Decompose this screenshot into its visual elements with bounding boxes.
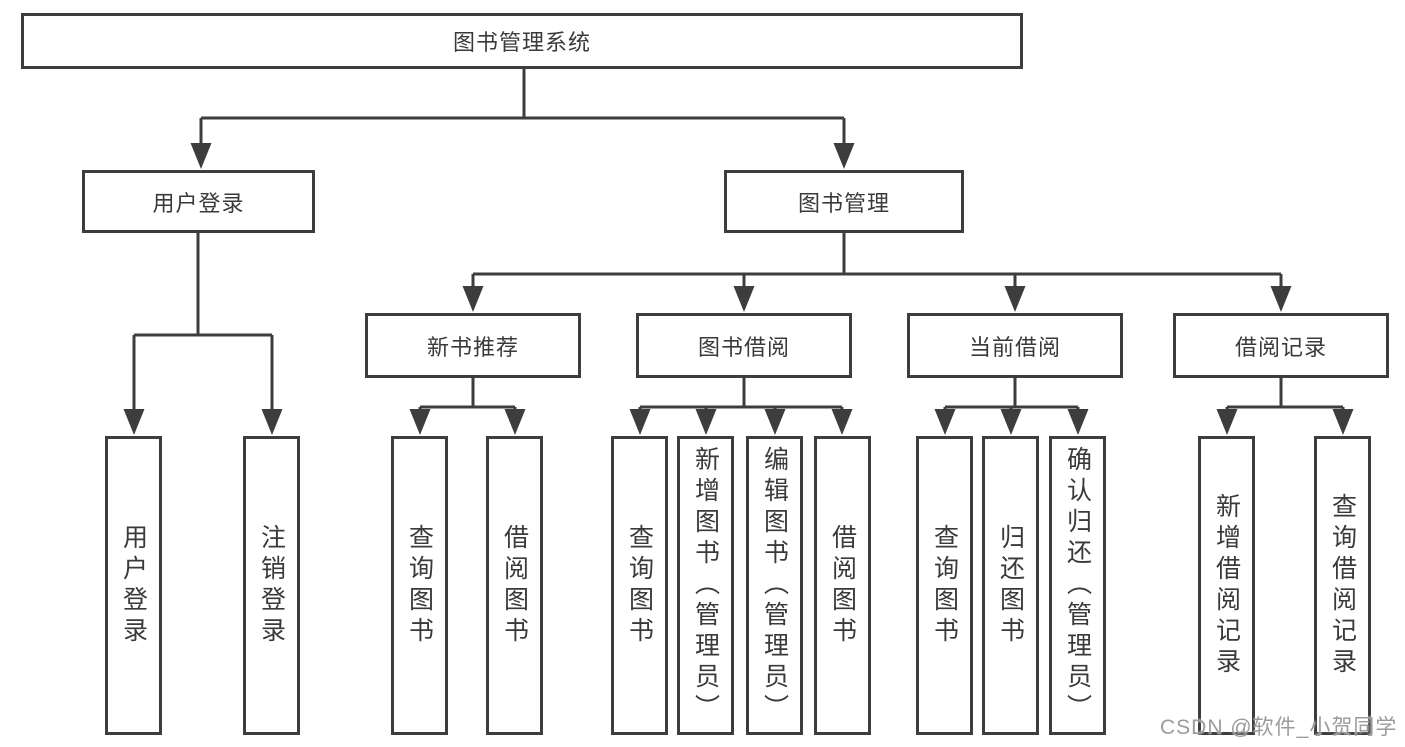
- leaf-query-borrow-record-label: 查询借阅记录: [1328, 492, 1357, 679]
- leaf-add-borrow-record: 新增借阅记录: [1198, 436, 1255, 735]
- node-borrowing-records: 借阅记录: [1173, 313, 1389, 378]
- arrowheads: [123, 143, 1354, 435]
- leaf-query-borrow-record: 查询借阅记录: [1314, 436, 1371, 735]
- arrow-down-icon: [1270, 286, 1292, 312]
- leaf-add-borrow-record-label: 新增借阅记录: [1212, 492, 1241, 679]
- node-new-book-recommendation-label: 新书推荐: [426, 334, 519, 360]
- node-book-management: 图书管理: [724, 170, 964, 233]
- node-current-borrowing: 当前借阅: [907, 313, 1123, 378]
- node-book-borrowing: 图书借阅: [636, 313, 852, 378]
- arrow-down-icon: [629, 409, 651, 435]
- leaf-return-books-label: 归还图书: [996, 523, 1025, 648]
- node-book-management-label: 图书管理: [797, 190, 890, 216]
- node-borrowing-records-label: 借阅记录: [1234, 334, 1327, 360]
- leaf-borrow-books-recommend-label: 借阅图书: [500, 523, 529, 648]
- arrow-down-icon: [1332, 409, 1354, 435]
- csdn-watermark: CSDN @软件_小贺同学: [1160, 716, 1398, 739]
- node-library-system-label: 图书管理系统: [452, 30, 591, 55]
- leaf-return-books: 归还图书: [982, 436, 1039, 735]
- arrow-down-icon: [504, 409, 526, 435]
- arrow-down-icon: [261, 409, 283, 435]
- leaf-query-books-borrowing: 查询图书: [611, 436, 668, 735]
- leaf-confirm-return-admin: 确认归还（管理员）: [1049, 436, 1106, 735]
- leaf-borrow-books-borrowing: 借阅图书: [814, 436, 871, 735]
- node-library-system: 图书管理系统: [21, 13, 1023, 69]
- leaf-query-books-current-label: 查询图书: [930, 523, 959, 648]
- node-new-book-recommendation: 新书推荐: [365, 313, 581, 378]
- arrow-down-icon: [462, 286, 484, 312]
- leaf-query-books-recommend-label: 查询图书: [405, 523, 434, 648]
- leaf-add-books-admin-label: 新增图书（管理员）: [691, 446, 720, 725]
- arrow-down-icon: [1067, 409, 1089, 435]
- arrow-down-icon: [1216, 409, 1238, 435]
- leaf-logout: 注销登录: [243, 436, 300, 735]
- arrow-down-icon: [1000, 409, 1022, 435]
- leaf-query-books-recommend: 查询图书: [391, 436, 448, 735]
- arrow-down-icon: [695, 409, 717, 435]
- leaf-add-books-admin: 新增图书（管理员）: [677, 436, 734, 735]
- leaf-borrow-books-recommend: 借阅图书: [486, 436, 543, 735]
- leaf-query-books-borrowing-label: 查询图书: [625, 523, 654, 648]
- leaf-edit-books-admin: 编辑图书（管理员）: [746, 436, 803, 735]
- leaf-confirm-return-admin-label: 确认归还（管理员）: [1063, 446, 1092, 725]
- leaf-logout-label: 注销登录: [257, 523, 286, 648]
- arrow-down-icon: [409, 409, 431, 435]
- node-user-login: 用户登录: [82, 170, 315, 233]
- arrow-down-icon: [190, 143, 212, 169]
- arrow-down-icon: [764, 409, 786, 435]
- arrow-down-icon: [833, 143, 855, 169]
- leaf-borrow-books-borrowing-label: 借阅图书: [828, 523, 857, 648]
- node-book-borrowing-label: 图书借阅: [697, 334, 790, 360]
- leaf-user-login-label: 用户登录: [119, 523, 148, 648]
- arrow-down-icon: [934, 409, 956, 435]
- arrow-down-icon: [123, 409, 145, 435]
- leaf-edit-books-admin-label: 编辑图书（管理员）: [760, 446, 789, 725]
- leaf-user-login: 用户登录: [105, 436, 162, 735]
- leaf-query-books-current: 查询图书: [916, 436, 973, 735]
- arrow-down-icon: [1004, 286, 1026, 312]
- arrow-down-icon: [831, 409, 853, 435]
- arrow-down-icon: [733, 286, 755, 312]
- node-current-borrowing-label: 当前借阅: [968, 334, 1061, 360]
- node-user-login-label: 用户登录: [152, 190, 245, 216]
